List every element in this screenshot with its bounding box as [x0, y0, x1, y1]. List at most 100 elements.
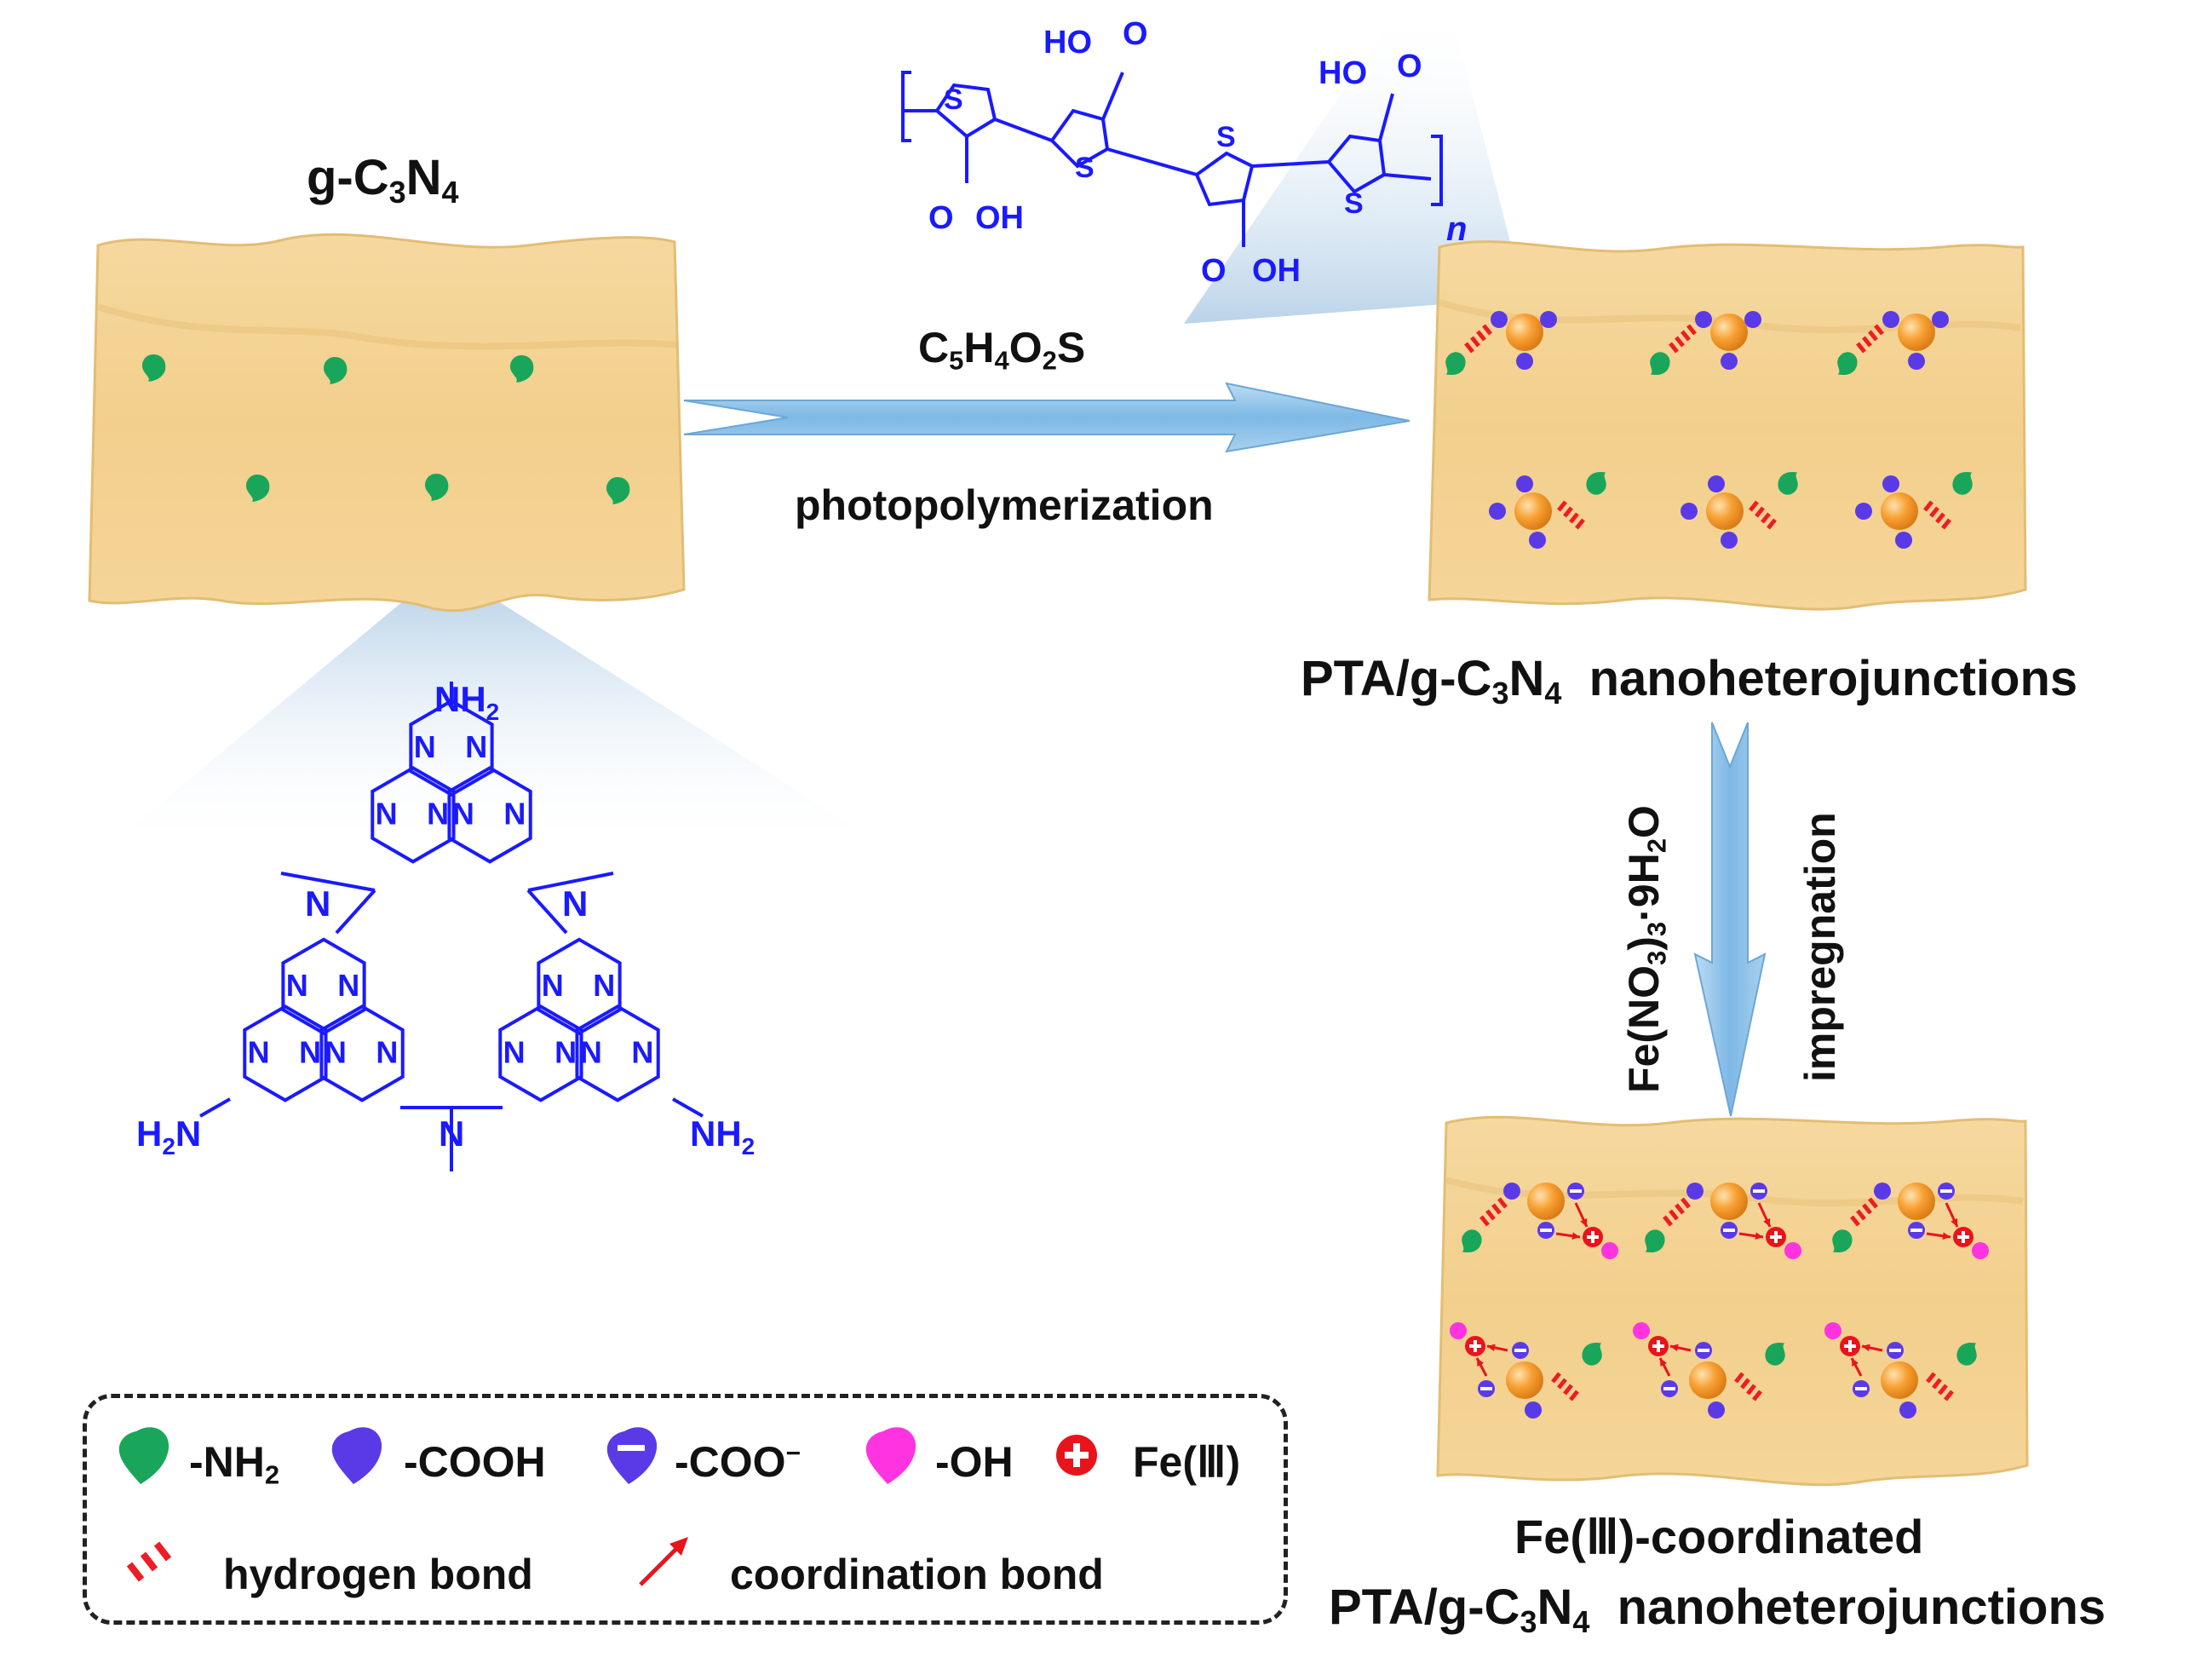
cooh-dot [1899, 1401, 1916, 1419]
photopolymerization-label: photopolymerization [795, 481, 1214, 529]
fe-site-icon [1840, 1336, 1860, 1356]
nh2-site [1837, 352, 1858, 376]
n-atom-label: N [503, 1035, 526, 1070]
coo-legend-icon [606, 1427, 658, 1484]
legend-coo: -COO− [675, 1438, 801, 1486]
cooh-dot [1887, 1342, 1904, 1359]
hydrogen-bond-icon [1663, 1197, 1691, 1227]
s-label: S [944, 83, 963, 116]
coordination-bond-icon [1475, 1357, 1488, 1377]
minus-icon [618, 1445, 645, 1451]
hydrogen-bond-legend-icon [126, 1541, 172, 1582]
fe-site-icon [1766, 1227, 1786, 1247]
fe-coordinated-label-line2: PTA/g-C3N4 nanoheterojunctions [1329, 1580, 2106, 1640]
o-label: O [1123, 16, 1148, 52]
fe-salt-label: Fe(NO3)3·9H2O [1620, 805, 1672, 1093]
n-atom-label: N [286, 968, 308, 1003]
o-label: O [1397, 49, 1422, 84]
pta-structure [901, 71, 1443, 247]
nh2-site [1462, 1229, 1482, 1253]
cooh-dot [1882, 311, 1899, 328]
cooh-dot [1708, 475, 1725, 492]
nh2-legend-icon [118, 1427, 169, 1484]
bridge-n-label: N [439, 1114, 464, 1154]
legend-fe: Fe(Ⅲ) [1133, 1438, 1241, 1486]
oh-dot [1450, 1322, 1467, 1339]
zoom-beam-polymer [1184, 0, 1525, 324]
cooh-dot [1750, 1183, 1767, 1200]
nh2-site [1778, 471, 1798, 495]
n-atom-label: N [503, 797, 526, 832]
bridge-n-label: N [305, 883, 330, 924]
n-atom-label: N [427, 797, 449, 832]
coordination-bond-icon [1738, 1232, 1764, 1240]
oh-dot [1633, 1322, 1650, 1339]
cooh-dot [1681, 503, 1698, 520]
coordination-bond-legend-icon [639, 1537, 688, 1586]
pta-sphere [1898, 1183, 1935, 1220]
hydrogen-bond-icon [1749, 500, 1777, 530]
cooh-dot [1489, 503, 1506, 520]
hydrogen-bond-icon [1479, 1197, 1508, 1227]
pta-sphere [1706, 492, 1744, 530]
cooh-dot [1938, 1183, 1955, 1200]
cooh-dot [1503, 1183, 1520, 1200]
oh-legend-icon [865, 1427, 916, 1484]
cooh-dot [1516, 353, 1533, 370]
n-atom-label: N [580, 1035, 602, 1070]
oh-dot [1972, 1242, 1989, 1259]
o-label: O [928, 200, 954, 236]
n-atom-label: N [376, 1035, 398, 1070]
oh-label: OH [975, 200, 1024, 236]
n-atom-label: N [542, 968, 564, 1003]
hydrogen-bond-icon [1926, 1372, 1954, 1401]
bridge-n-label: N [562, 883, 588, 924]
fe-pta-gc3n4-sheet [1436, 1115, 2029, 1487]
hydrogen-bond-icon [1551, 1372, 1579, 1401]
cooh-dot [1491, 311, 1508, 328]
cooh-dot [1895, 532, 1912, 549]
coordination-bond-icon [1555, 1232, 1581, 1240]
cooh-dot [1567, 1183, 1584, 1200]
legend-coordination-bond: coordination bond [730, 1551, 1104, 1598]
impregnation-arrow [1693, 722, 1767, 1117]
fe-coordinated-label-line1: Fe(Ⅲ)-coordinated [1514, 1510, 1924, 1563]
pta-sphere [1506, 314, 1543, 351]
hydrogen-bond-icon [1923, 500, 1951, 530]
fe-site-icon [1465, 1336, 1485, 1356]
n-atom-label: N [631, 1035, 653, 1070]
cooh-dot [1908, 353, 1925, 370]
cooh-dot [1537, 1222, 1554, 1239]
hydrogen-bond-icon [1850, 1197, 1878, 1227]
monomer-formula: C5H4O2S [918, 324, 1086, 376]
cooh-dot [1744, 311, 1761, 328]
cooh-dot [1874, 1183, 1891, 1200]
legend-nh2: -NH2 [189, 1438, 280, 1490]
s-label: S [1216, 121, 1236, 153]
legend-oh: -OH [935, 1438, 1014, 1486]
ho-label: HO [1319, 55, 1367, 91]
nh2-site [1956, 1342, 1977, 1366]
cooh-dot [1686, 1183, 1704, 1200]
pta-sphere [1514, 492, 1552, 530]
cooh-dot [1721, 532, 1738, 549]
oh-dot [1601, 1242, 1618, 1259]
gc3n4-title: g-C3N4 [307, 150, 459, 210]
nh2-site [1650, 352, 1670, 376]
n-atom-label: N [337, 968, 359, 1003]
nh2-site [1645, 1229, 1665, 1253]
cooh-dot [1661, 1380, 1678, 1397]
n-atom-label: N [554, 1035, 577, 1070]
fe-site-icon [1583, 1227, 1603, 1247]
pta-sphere [1898, 314, 1935, 351]
hydrogen-bond-icon [1856, 324, 1884, 354]
gc3n4-structure [199, 682, 704, 1171]
legend-cooh: -COOH [404, 1438, 546, 1486]
cooh-dot [1721, 353, 1738, 370]
cooh-dot [1478, 1380, 1495, 1397]
nh2-site [1832, 1229, 1853, 1253]
coordination-bond-icon [1945, 1202, 1959, 1228]
nh2-site [1586, 471, 1606, 495]
nh2-label: NH2 [690, 1114, 755, 1160]
